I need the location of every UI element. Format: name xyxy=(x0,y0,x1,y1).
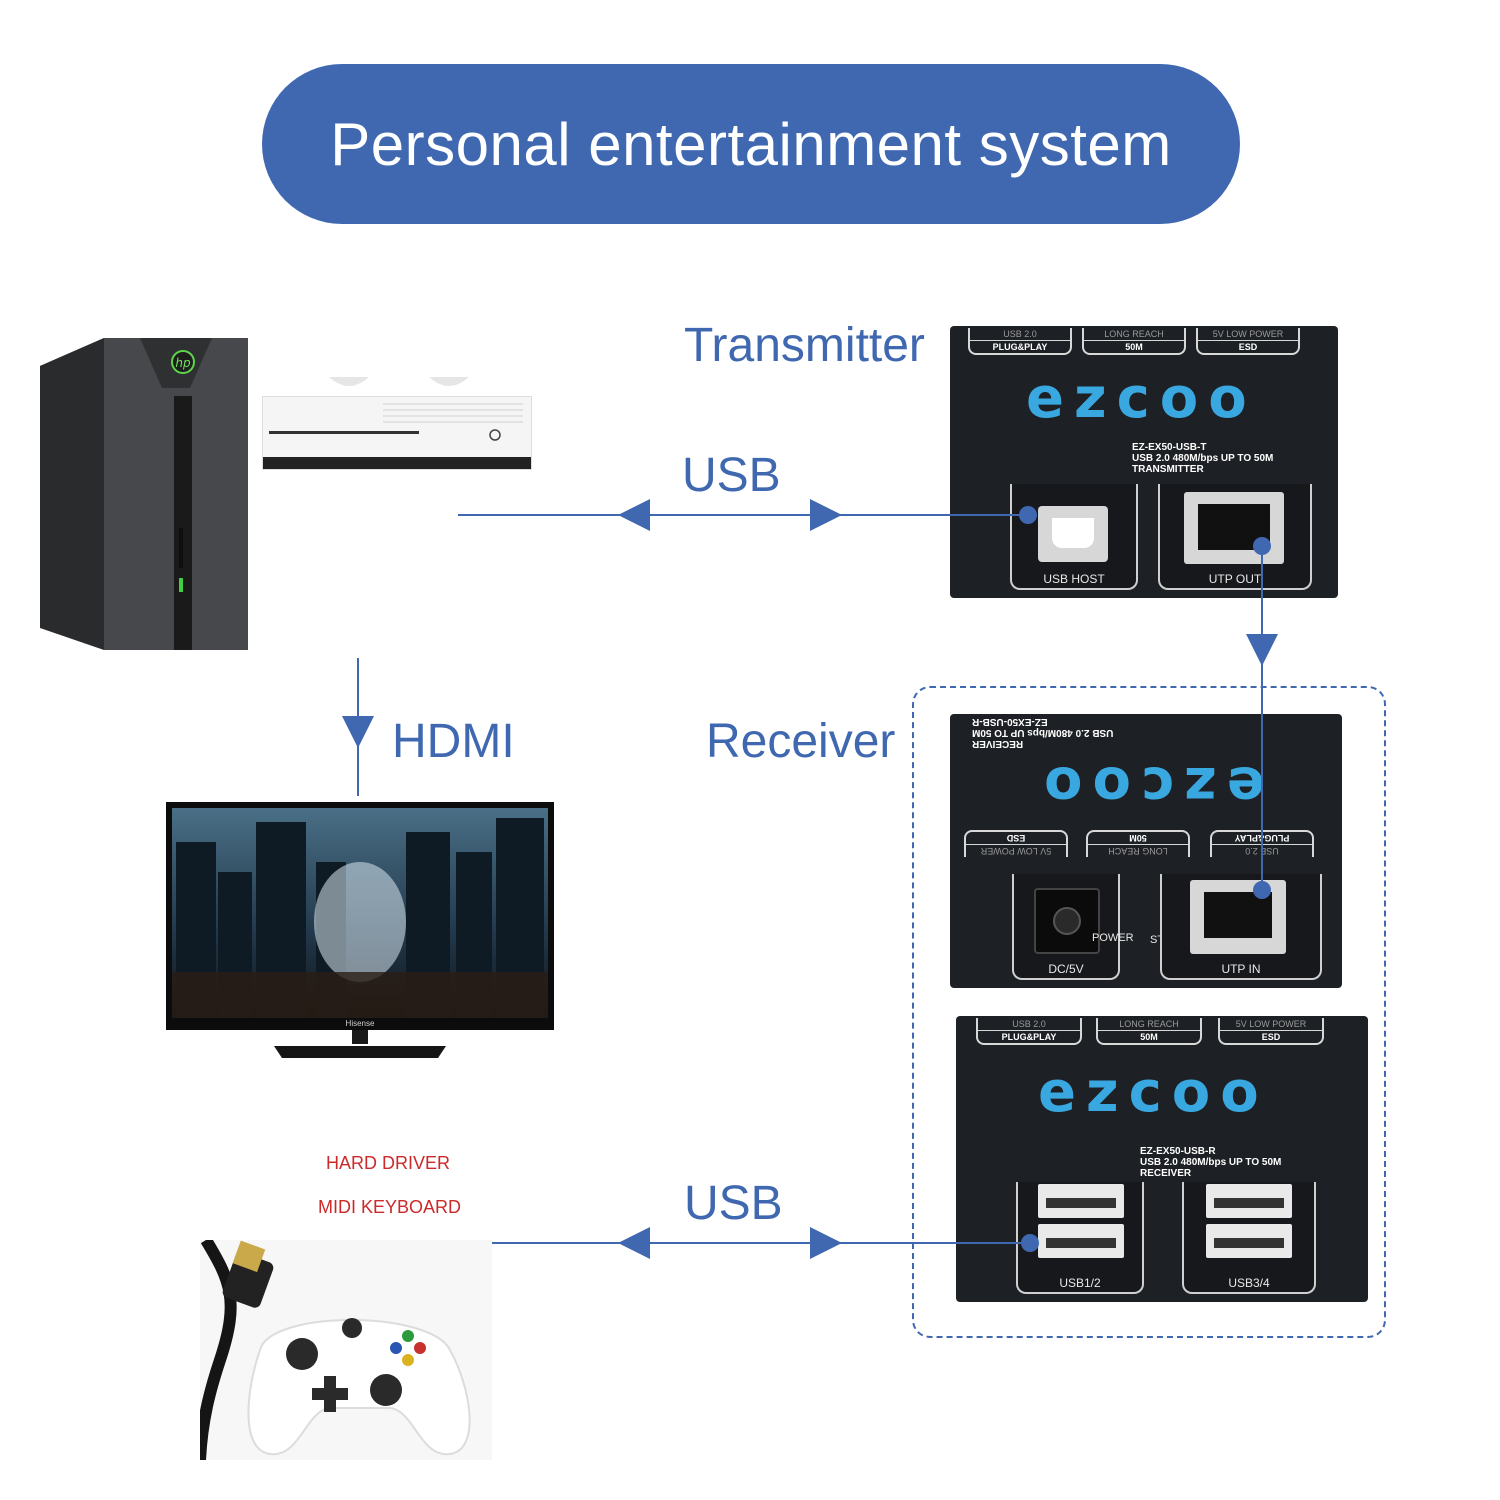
usb-3-4-label: USB3/4 xyxy=(1228,1276,1270,1290)
usb-host-port: USB HOST xyxy=(1010,484,1138,590)
usb-b-socket-icon xyxy=(1038,506,1108,562)
dc-power-port: DC/5V xyxy=(1012,874,1120,980)
utp-out-label: UTP OUT xyxy=(1208,572,1262,586)
transmitter-spec: EZ-EX50-USB-T USB 2.0 480M/bps UP TO 50M… xyxy=(1132,442,1274,475)
usb-bottom-label: USB xyxy=(684,1177,783,1230)
pc-tower: hp xyxy=(40,338,248,650)
usb-3-4-ports: USB3/4 xyxy=(1182,1182,1316,1294)
receiver-back-device: RECEIVER USB 2.0 480M/bps UP TO 50M EZ-E… xyxy=(950,714,1342,988)
usb-a-socket-icon xyxy=(1038,1184,1124,1218)
arrow-left-icon xyxy=(618,1227,650,1259)
receiver-front-logo: ezcoo xyxy=(1038,1060,1269,1125)
arrow-down-icon xyxy=(342,716,374,748)
arrow-down-icon xyxy=(1246,634,1278,666)
usb-1-2-ports: USB1/2 xyxy=(1016,1182,1144,1294)
receiver-group xyxy=(912,686,1386,1338)
game-controller xyxy=(194,1236,492,1461)
dc-port-label: DC/5V xyxy=(1048,962,1084,976)
hp-logo-text: hp xyxy=(175,356,191,370)
receiver-label: Receiver xyxy=(706,715,896,768)
arrow-left-icon xyxy=(618,499,650,531)
game-console xyxy=(262,377,532,470)
transmitter-logo: ezcoo xyxy=(1026,366,1257,431)
endpoint-dot-icon xyxy=(1253,881,1271,899)
arrow-right-icon xyxy=(810,1227,842,1259)
rj45-socket-icon xyxy=(1190,880,1286,954)
transmitter-label: Transmitter xyxy=(684,319,925,372)
title-banner: Personal entertainment system xyxy=(262,64,1240,224)
utp-in-label: UTP IN xyxy=(1221,962,1261,976)
usb-a-socket-icon xyxy=(1206,1224,1292,1258)
tv-brand: Hisense xyxy=(346,1019,375,1028)
endpoint-dot-icon xyxy=(1021,1234,1039,1252)
midi-keyboard-label: MIDI KEYBOARD xyxy=(318,1197,462,1217)
dc-jack-icon xyxy=(1034,888,1100,954)
utp-in-port: UTP IN xyxy=(1160,874,1322,980)
usb-host-label: USB HOST xyxy=(1043,572,1105,586)
hard-driver-label: HARD DRIVER xyxy=(326,1153,451,1173)
title-text: Personal entertainment system xyxy=(330,110,1172,178)
endpoint-dot-icon xyxy=(1253,537,1271,555)
receiver-front-spec: EZ-EX50-USB-R USB 2.0 480M/bps UP TO 50M… xyxy=(1140,1146,1282,1179)
usb-a-socket-icon xyxy=(1206,1184,1292,1218)
arrow-right-icon xyxy=(810,499,842,531)
usb-a-socket-icon xyxy=(1038,1224,1124,1258)
endpoint-dot-icon xyxy=(1019,506,1037,524)
hdmi-label: HDMI xyxy=(392,715,515,768)
usb-1-2-label: USB1/2 xyxy=(1059,1276,1101,1290)
usb-top-label: USB xyxy=(682,449,781,502)
television: Hisense xyxy=(166,802,554,1060)
power-led-label: POWER xyxy=(1092,932,1134,944)
